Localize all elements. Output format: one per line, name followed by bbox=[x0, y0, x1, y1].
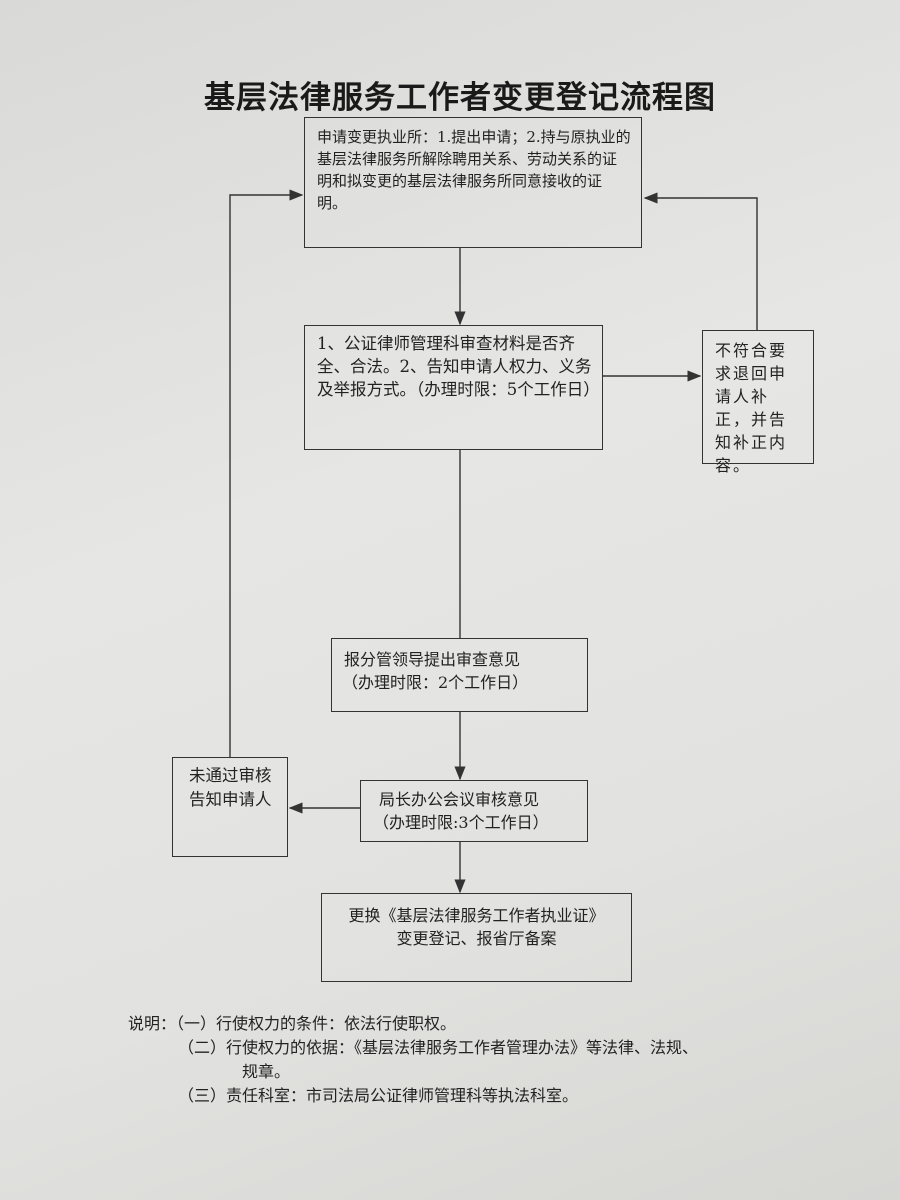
review-text: 1、公证律师管理科审查材料是否齐全、合法。2、告知申请人权力、义务及举报方式。（… bbox=[317, 334, 600, 399]
note-item-3: （三）责任科室：市司法局公证律师管理科等执法科室。 bbox=[178, 1086, 579, 1105]
leader-review-box: 报分管领导提出审查意见 （办理时限：2个工作日） bbox=[331, 638, 588, 712]
reject-text: 不符合要求退回申请人补正，并告知补正内容。 bbox=[715, 341, 788, 475]
not-passed-text: 未通过审核告知申请人 bbox=[189, 766, 272, 809]
leader-text-line2: （办理时限：2个工作日） bbox=[342, 673, 529, 692]
notes-section: 说明：（一）行使权力的条件：依法行使职权。 （二）行使权力的依据：《基层法律服务… bbox=[128, 1012, 698, 1108]
meeting-text-line2: （办理时限:3个工作日） bbox=[373, 813, 549, 832]
final-text-line2: 变更登记、报省厅备案 bbox=[396, 929, 557, 948]
arrow-notpassed-to-apply bbox=[229, 189, 304, 757]
page-title: 基层法律服务工作者变更登记流程图 bbox=[204, 80, 716, 116]
meeting-text-line1: 局长办公会议审核意见 bbox=[379, 790, 540, 809]
final-box: 更换《基层法律服务工作者执业证》 变更登记、报省厅备案 bbox=[321, 893, 632, 982]
reject-box: 不符合要求退回申请人补正，并告知补正内容。 bbox=[702, 330, 814, 475]
not-passed-box: 未通过审核告知申请人 bbox=[172, 757, 288, 857]
note-item-1: （一）行使权力的条件：依法行使职权。 bbox=[176, 1014, 457, 1033]
meeting-review-box: 局长办公会议审核意见 （办理时限:3个工作日） bbox=[360, 780, 588, 842]
final-text-line1: 更换《基层法律服务工作者执业证》 bbox=[348, 906, 605, 925]
apply-box: 申请变更执业所：1.提出申请；2.持与原执业的基层法律服务所解除聘用关系、劳动关… bbox=[304, 117, 642, 248]
leader-text-line1: 报分管领导提出审查意见 bbox=[344, 650, 521, 669]
apply-text: 申请变更执业所：1.提出申请；2.持与原执业的基层法律服务所解除聘用关系、劳动关… bbox=[317, 128, 631, 212]
review-box: 1、公证律师管理科审查材料是否齐全、合法。2、告知申请人权力、义务及举报方式。（… bbox=[304, 325, 603, 450]
arrow-reject-to-apply bbox=[643, 192, 758, 330]
note-item-2b: 规章。 bbox=[242, 1062, 291, 1081]
notes-label: 说明： bbox=[128, 1014, 177, 1033]
note-item-2a: （二）行使权力的依据：《基层法律服务工作者管理办法》等法律、法规、 bbox=[178, 1038, 699, 1057]
